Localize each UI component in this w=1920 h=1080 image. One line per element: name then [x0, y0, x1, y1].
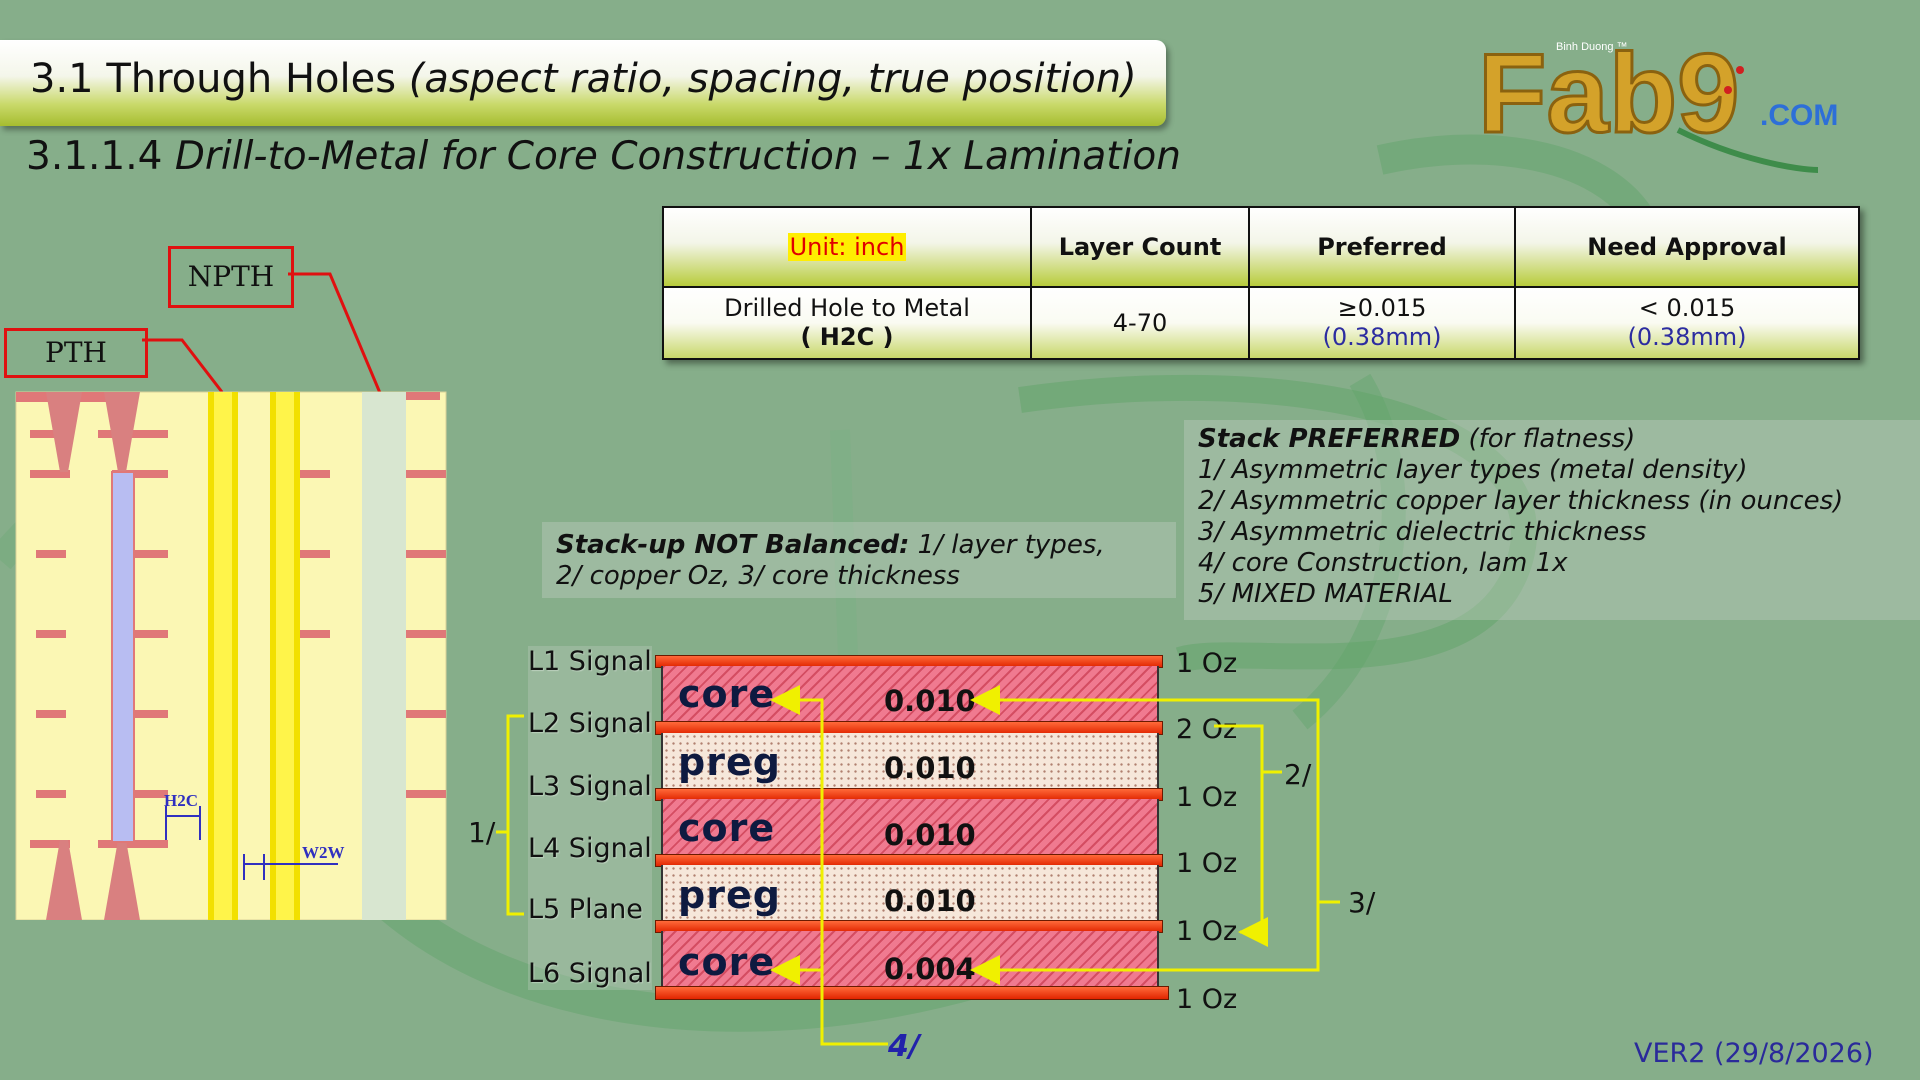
preferred-suffix: (for flatness)	[1460, 424, 1636, 454]
dielectric-type-5: core	[678, 940, 776, 984]
bracket-label-2: 2/	[1284, 758, 1312, 791]
copper-l6	[655, 986, 1169, 1000]
subtitle-text: Drill-to-Metal for Core Construction – 1…	[174, 134, 1181, 179]
item-label: Drilled Hole to Metal	[724, 294, 970, 322]
bracket-3	[978, 698, 1340, 972]
layer-label-l1: L1 Signal	[528, 646, 652, 677]
title-main: 3.1 Through Holes	[30, 56, 409, 102]
bracket-2	[1214, 724, 1282, 934]
cell-item: Drilled Hole to Metal( H2C )	[662, 286, 1032, 360]
unbalanced-note: Stack-up NOT Balanced: 1/ layer types, 2…	[542, 522, 1176, 598]
bracket-label-3: 3/	[1348, 886, 1376, 919]
preferred-note: Stack PREFERRED (for flatness) 1/ Asymme…	[1184, 420, 1920, 620]
header-need-approval: Need Approval	[1514, 206, 1860, 288]
copper-oz-l1: 1 Oz	[1176, 648, 1238, 679]
pth-tag: PTH	[4, 328, 148, 378]
unbalanced-heading: Stack-up NOT Balanced:	[556, 530, 910, 560]
copper-oz-l4: 1 Oz	[1176, 848, 1238, 879]
layer-label-l2: L2 Signal	[528, 708, 652, 739]
dielectric-type-1: core	[678, 672, 776, 716]
logo-text: Fab9	[1478, 31, 1739, 156]
dielectric-thickness-5: 0.004	[884, 952, 976, 986]
preferred-mm: (0.38mm)	[1322, 323, 1442, 351]
dielectric-thickness-1: 0.010	[884, 684, 976, 718]
cell-layer-count: 4-70	[1030, 286, 1250, 360]
dielectric-preg-2	[661, 865, 1159, 920]
page-title: 3.1 Through Holes (aspect ratio, spacing…	[30, 56, 1137, 102]
cell-preferred: ≥0.015(0.38mm)	[1248, 286, 1516, 360]
copper-oz-l5: 1 Oz	[1176, 916, 1238, 947]
bracket-label-1: 1/	[468, 816, 496, 849]
h2c-label: H2C	[164, 791, 198, 810]
copper-oz-l3: 1 Oz	[1176, 782, 1238, 813]
subtitle-number: 3.1.1.4	[26, 134, 175, 179]
bracket-1	[496, 714, 524, 916]
header-preferred: Preferred	[1248, 206, 1516, 288]
preferred-item-2: 2/ Asymmetric copper layer thickness (in…	[1198, 486, 1844, 516]
npth-leader	[288, 272, 390, 413]
logo-tagline: Binh Duong ™	[1556, 41, 1628, 53]
dielectric-core-2	[661, 799, 1159, 854]
cell-need-approval: < 0.015(0.38mm)	[1514, 286, 1860, 360]
layer-label-l3: L3 Signal	[528, 771, 652, 802]
preferred-item-4: 4/ core Construction, lam 1x	[1198, 548, 1568, 578]
spec-table: Unit: inch Layer Count Preferred Need Ap…	[662, 206, 1860, 360]
title-italic: (aspect ratio, spacing, true position)	[408, 56, 1137, 102]
dielectric-thickness-2: 0.010	[884, 751, 976, 785]
bracket-label-4: 4/	[887, 1029, 923, 1064]
dielectric-thickness-3: 0.010	[884, 818, 976, 852]
logo-suffix: .COM	[1760, 99, 1838, 132]
dielectric-type-2: preg	[678, 740, 781, 784]
preferred-item-3: 3/ Asymmetric dielectric thickness	[1198, 517, 1647, 547]
dielectric-core-1	[661, 666, 1159, 721]
dielectric-preg-1	[661, 733, 1159, 788]
inner-copper-pads	[16, 392, 446, 848]
table-header-row: Unit: inch Layer Count Preferred Need Ap…	[662, 206, 1860, 288]
table-row: Drilled Hole to Metal( H2C ) 4-70 ≥0.015…	[662, 286, 1860, 360]
npth-tag: NPTH	[168, 246, 294, 308]
layer-label-panel	[528, 646, 652, 990]
dielectric-thickness-4: 0.010	[884, 884, 976, 918]
layer-label-l4: L4 Signal	[528, 833, 652, 864]
w2w-label: W2W	[302, 843, 345, 862]
preferred-item-1: 1/ Asymmetric layer types (metal density…	[1198, 455, 1748, 485]
pth-leader	[142, 338, 224, 393]
title-bar: 3.1 Through Holes (aspect ratio, spacing…	[0, 40, 1166, 126]
section-subtitle: 3.1.1.4 Drill-to-Metal for Core Construc…	[26, 134, 1181, 179]
approval-value: < 0.015	[1638, 294, 1736, 322]
dielectric-core-3	[661, 931, 1159, 986]
preferred-item-5: 5/ MIXED MATERIAL	[1198, 579, 1453, 609]
fab9-logo: Fab9 Binh Duong ™ .COM	[1478, 30, 1838, 173]
cross-section-drawing: H2C W2W	[15, 272, 447, 920]
preferred-value: ≥0.015	[1337, 294, 1427, 322]
layer-label-l5: L5 Plane	[528, 894, 643, 925]
item-code: ( H2C )	[800, 323, 894, 351]
dielectric-type-4: preg	[678, 873, 781, 917]
preferred-heading: Stack PREFERRED	[1198, 424, 1461, 454]
connector-4	[790, 698, 888, 1046]
approval-mm: (0.38mm)	[1627, 323, 1747, 351]
unit-label: Unit: inch	[787, 233, 907, 261]
npth-hole	[362, 392, 406, 920]
header-unit: Unit: inch	[662, 206, 1032, 288]
header-layer-count: Layer Count	[1030, 206, 1250, 288]
unbalanced-line1: 1/ layer types,	[909, 530, 1105, 560]
microvias	[46, 392, 140, 920]
layer-label-l6: L6 Signal	[528, 958, 652, 989]
copper-oz-l6: 1 Oz	[1176, 984, 1238, 1015]
dielectric-type-3: core	[678, 806, 776, 850]
copper-oz-l2: 2 Oz	[1176, 714, 1238, 745]
version-label: VER2 (29/8/2026)	[1634, 1038, 1874, 1069]
unbalanced-line2: 2/ copper Oz, 3/ core thickness	[556, 561, 960, 591]
buried-via	[111, 471, 135, 843]
